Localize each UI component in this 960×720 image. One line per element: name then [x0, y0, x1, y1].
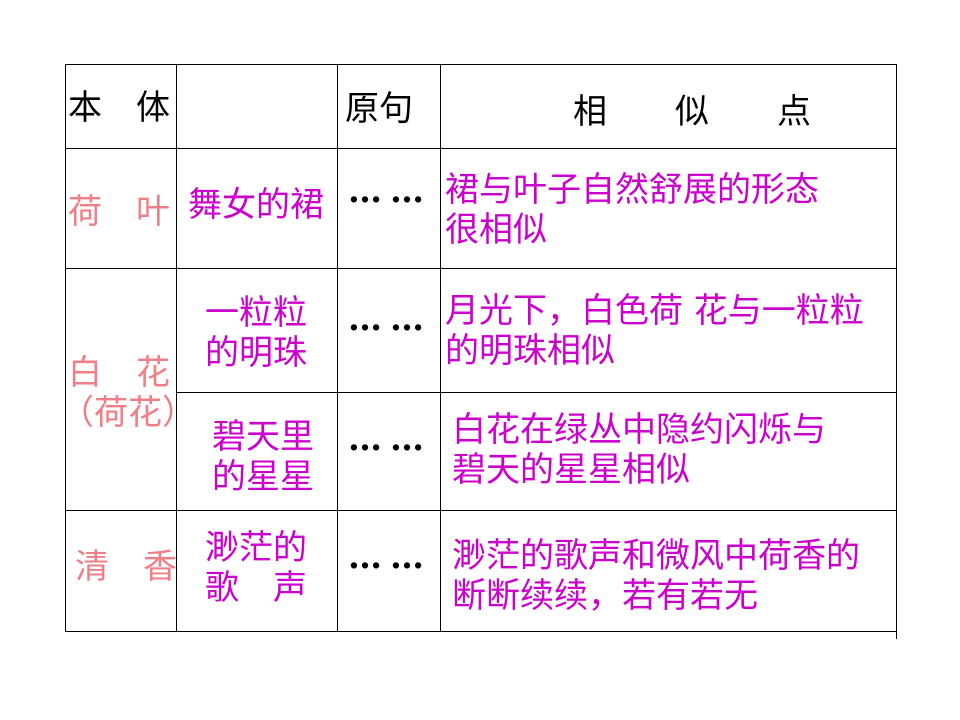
- vehicle-line: 歌 声: [205, 568, 307, 608]
- similarity-cell-row-1: 裙与叶子自然舒展的形态 很相似: [440, 148, 896, 268]
- similarity-line: 渺茫的歌声和微风中荷香的: [452, 536, 860, 576]
- subject-line: 白 花: [68, 353, 170, 393]
- original-sentence-ellipsis: ……: [348, 171, 432, 211]
- similarity-line: 很相似: [445, 210, 547, 250]
- vehicle-line: 碧天里: [212, 417, 314, 457]
- column-divider: [337, 64, 338, 632]
- row-divider: [176, 392, 897, 393]
- header-cell-similarity: 相 似 点: [440, 64, 896, 148]
- subject-text: 荷 叶: [68, 192, 170, 232]
- vehicle-cell-row-2: 一粒粒 的明珠: [176, 268, 337, 392]
- original-sentence-ellipsis: ……: [348, 537, 432, 577]
- original-cell-row-3: ……: [337, 392, 440, 510]
- vehicle-cell-row-1: 舞女的裙: [176, 148, 337, 268]
- subject-text: 清 香: [75, 547, 177, 587]
- table-border-bottom: [65, 631, 897, 632]
- vehicle-text: 一粒粒 的明珠: [205, 293, 307, 373]
- vehicle-line: 一粒粒: [205, 293, 307, 333]
- similarity-line: 裙与叶子自然舒展的形态: [445, 170, 819, 210]
- similarity-cell-row-2: 月光下，白色荷 花与一粒粒 的明珠相似: [440, 268, 896, 392]
- similarity-text: 月光下，白色荷 花与一粒粒 的明珠相似: [445, 291, 864, 371]
- original-cell-row-4: ……: [337, 510, 440, 631]
- original-sentence-ellipsis: ……: [348, 419, 432, 459]
- subject-cell-row-4: 清 香: [65, 510, 177, 631]
- header-cell-subject: 本 体: [65, 64, 176, 148]
- column-divider: [440, 64, 441, 632]
- vehicle-cell-row-3: 碧天里 的星星: [176, 392, 337, 510]
- similarity-line: 的明珠相似: [445, 331, 615, 371]
- original-cell-row-1: ……: [337, 148, 440, 268]
- header-subject-label: 本 体: [68, 88, 170, 128]
- subject-line: （荷花）: [60, 393, 196, 433]
- subject-text: 白 花 （荷花）: [60, 353, 196, 433]
- similarity-cell-row-3: 白花在绿丛中隐约闪烁与 碧天的星星相似: [440, 392, 896, 510]
- vehicle-line: 的星星: [212, 457, 314, 497]
- vehicle-cell-row-4: 渺茫的 歌 声: [176, 510, 337, 631]
- header-cell-original: 原句: [337, 64, 440, 148]
- original-sentence-ellipsis: ……: [348, 299, 432, 339]
- original-cell-row-2: ……: [337, 268, 440, 392]
- header-similarity-label: 相 似 点: [573, 92, 811, 132]
- header-cell-vehicle: [176, 64, 337, 148]
- column-divider: [176, 64, 177, 632]
- header-row-divider: [65, 148, 897, 149]
- header-original-label: 原句: [345, 89, 413, 129]
- vehicle-text: 渺茫的 歌 声: [205, 528, 307, 608]
- similarity-text: 渺茫的歌声和微风中荷香的 断断续续，若有若无: [452, 536, 860, 616]
- row-divider: [65, 268, 897, 269]
- subject-cell-rows-2-3: 白 花 （荷花）: [60, 268, 196, 510]
- table-border-left: [65, 64, 66, 632]
- table-border-right: [896, 64, 897, 639]
- similarity-line: 碧天的星星相似: [452, 450, 690, 490]
- subject-line: 荷 叶: [68, 192, 170, 232]
- similarity-cell-row-4: 渺茫的歌声和微风中荷香的 断断续续，若有若无: [440, 510, 896, 631]
- similarity-line: 白花在绿丛中隐约闪烁与: [452, 410, 826, 450]
- row-divider: [65, 510, 897, 511]
- similarity-text: 裙与叶子自然舒展的形态 很相似: [445, 170, 819, 250]
- subject-cell-row-1: 荷 叶: [65, 148, 176, 268]
- vehicle-text: 碧天里 的星星: [212, 417, 314, 497]
- subject-line: 清 香: [75, 547, 177, 587]
- similarity-line: 断断续续，若有若无: [452, 576, 758, 616]
- vehicle-line: 的明珠: [205, 333, 307, 373]
- similarity-line: 月光下，白色荷 花与一粒粒: [445, 291, 864, 331]
- similarity-text: 白花在绿丛中隐约闪烁与 碧天的星星相似: [452, 410, 826, 490]
- vehicle-line: 渺茫的: [205, 528, 307, 568]
- vehicle-text: 舞女的裙: [188, 185, 324, 225]
- vehicle-line: 舞女的裙: [188, 185, 324, 225]
- table-border-top: [65, 64, 897, 65]
